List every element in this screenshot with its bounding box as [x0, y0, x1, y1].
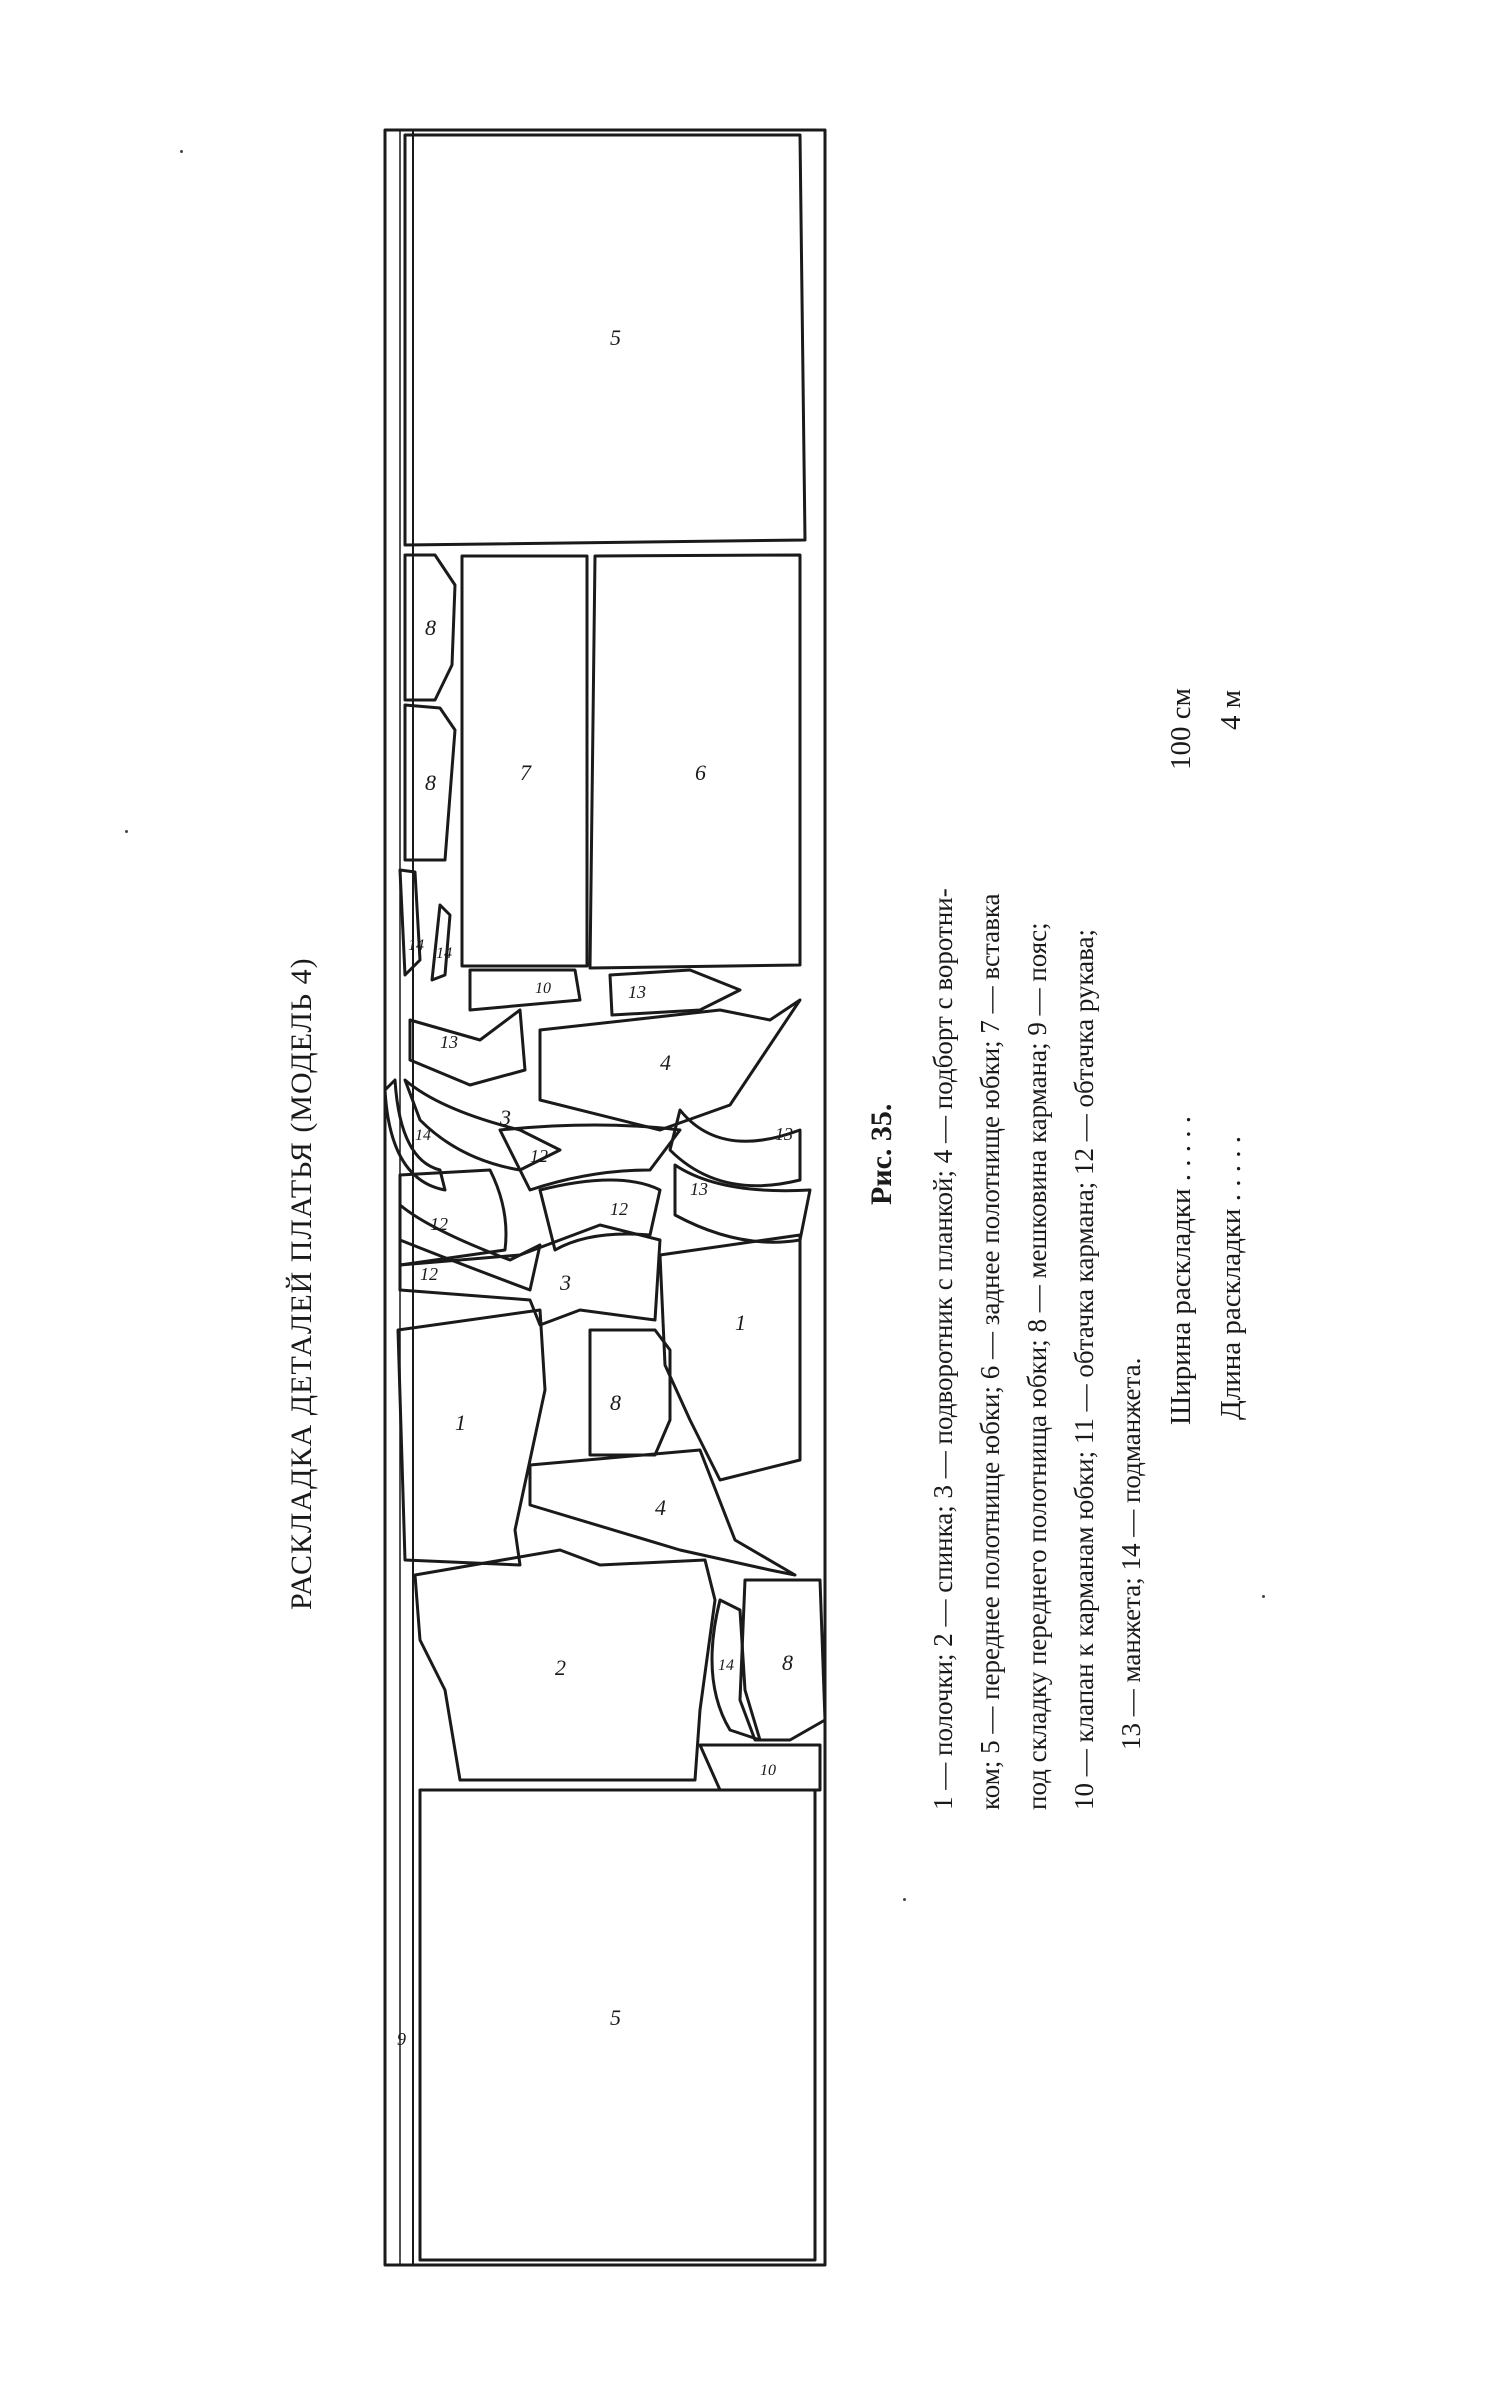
- label-14-d: 14: [718, 1657, 734, 1674]
- label-13-b: 13: [628, 982, 646, 1002]
- label-3-b: 3: [559, 1270, 571, 1295]
- legend-line-1: 1 — полочки; 2 — спинка; 3 — подворотник…: [928, 888, 958, 1810]
- label-1-a: 1: [455, 1410, 466, 1435]
- piece-13-a: [408, 1008, 527, 1087]
- label-2: 2: [555, 1655, 566, 1680]
- piece-12-a: [498, 1123, 682, 1192]
- piece-14-a: [398, 868, 422, 977]
- label-13-d: 13: [690, 1179, 708, 1199]
- label-3-a: 3: [499, 1105, 511, 1130]
- piece-4-a: [538, 998, 802, 1132]
- piece-4-b: [528, 1448, 797, 1577]
- piece-5-top: [403, 133, 807, 547]
- label-7: 7: [520, 760, 532, 785]
- legend-line-2: ком; 5 — переднее полотнище юбки; 6 — за…: [975, 893, 1005, 1810]
- figure-legend: 1 — полочки; 2 — спинка; 3 — подворотник…: [920, 810, 1155, 1810]
- label-5-top: 5: [610, 325, 621, 350]
- legend-line-4: 10 — клапан к карманам юбки; 11 — обтачк…: [1069, 928, 1099, 1810]
- piece-14-c: [383, 1078, 447, 1192]
- print-speck: [125, 830, 128, 833]
- piece-1-a: [396, 1308, 547, 1567]
- label-1-b: 1: [735, 1310, 746, 1335]
- piece-8-b: [403, 703, 457, 862]
- piece-8-a: [403, 553, 457, 702]
- label-13-a: 13: [440, 1032, 458, 1052]
- legend-line-3: под складку переднего полотнища юбки; 8 …: [1022, 922, 1052, 1810]
- piece-8-c: [588, 1328, 672, 1457]
- piece-12-b: [398, 1168, 508, 1267]
- label-14-c: 14: [415, 1127, 431, 1144]
- length-value: 4 м: [1215, 689, 1247, 730]
- label-6: 6: [695, 760, 706, 785]
- label-12-d: 12: [420, 1264, 438, 1284]
- label-14-b: 14: [436, 945, 452, 962]
- label-4-a: 4: [660, 1050, 671, 1075]
- label-13-c: 13: [775, 1124, 793, 1144]
- label-8-d: 8: [782, 1650, 793, 1675]
- piece-13-d: [673, 1163, 812, 1244]
- label-10-a: 10: [535, 980, 551, 997]
- piece-3-b: [398, 1223, 662, 1327]
- piece-10-a: [468, 968, 582, 1012]
- piece-3-a: [403, 1078, 562, 1172]
- print-speck: [1262, 1595, 1265, 1598]
- legend-line-5: 13 — манжета; 14 — подманжета.: [1116, 1357, 1146, 1750]
- piece-5-bottom: [418, 1788, 817, 2262]
- figure-caption: Рис. 35.: [865, 1103, 898, 1205]
- label-5-bottom: 5: [610, 2005, 621, 2030]
- print-speck: [180, 150, 183, 153]
- piece-13-c: [668, 1108, 802, 1188]
- piece-2: [413, 1548, 717, 1782]
- fabric-outline: [383, 128, 827, 2267]
- width-value: 100 см: [1165, 688, 1197, 770]
- piece-14-b: [430, 903, 452, 982]
- print-speck: [903, 1898, 906, 1901]
- label-12-a: 12: [430, 1214, 448, 1234]
- piece-12-d: [398, 1203, 542, 1292]
- piece-10-b: [698, 1743, 822, 1792]
- label-8-b: 8: [425, 770, 436, 795]
- piece-6: [588, 553, 802, 970]
- label-9: 9: [397, 2029, 406, 2049]
- piece-13-b: [608, 968, 742, 1017]
- piece-7: [460, 554, 589, 968]
- label-10-b: 10: [760, 1762, 776, 1779]
- page-title: РАСКЛАДКА ДЕТАЛЕЙ ПЛАТЬЯ (МОДЕЛЬ 4): [285, 957, 318, 1610]
- label-14-a: 14: [408, 937, 424, 954]
- label-8-a: 8: [425, 615, 436, 640]
- label-12-c: 12: [610, 1199, 628, 1219]
- label-12-b: 12: [530, 1146, 548, 1166]
- label-4-b: 4: [655, 1495, 666, 1520]
- length-label: Длина раскладки . . . . .: [1215, 1136, 1247, 1420]
- label-8-c: 8: [610, 1390, 621, 1415]
- piece-8-d: [738, 1578, 827, 1742]
- piece-12-c: [538, 1178, 662, 1252]
- width-label: Ширина раскладки . . . . .: [1165, 1116, 1197, 1425]
- piece-1-b: [658, 1233, 802, 1482]
